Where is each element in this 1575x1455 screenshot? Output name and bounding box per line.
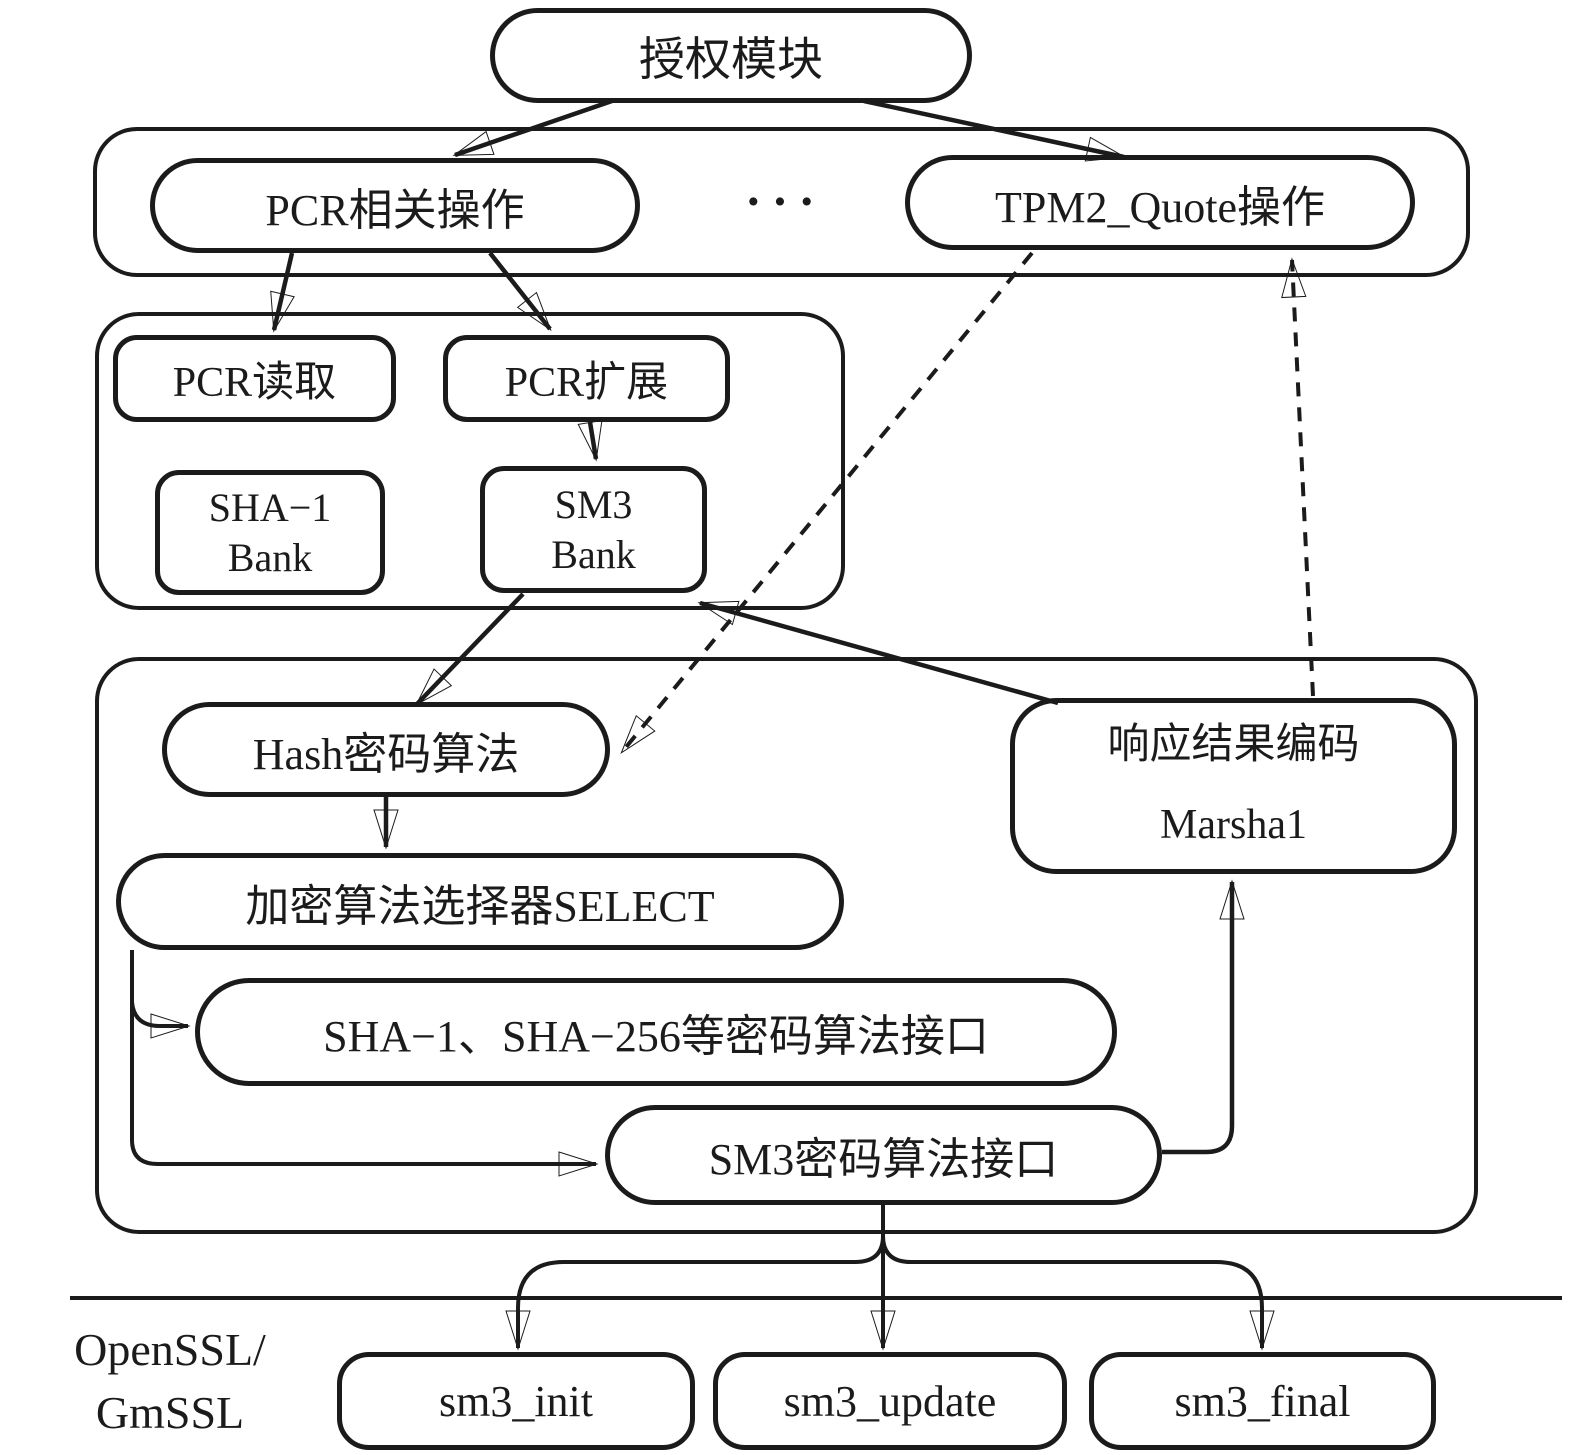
crypto-selector-label: 加密算法选择器SELECT (245, 881, 715, 931)
openssl-line2: GmSSL (95, 1387, 245, 1439)
ellipsis-label: ··· (745, 173, 826, 229)
node-sm3-interface: SM3密码算法接口 (605, 1105, 1162, 1205)
sm3-final-label: sm3_final (1174, 1376, 1351, 1426)
tpm2-quote-label: TPM2_Quote操作 (995, 182, 1325, 232)
arrow-sm3-interface-to-sm3-init (505, 1235, 885, 1351)
node-sha1-bank: SHA−1 Bank (155, 470, 385, 595)
node-pcr-operations: PCR相关操作 (150, 158, 640, 253)
auth-module-label: 授权模块 (639, 33, 823, 85)
sm3-update-label: sm3_update (783, 1376, 997, 1426)
sm3-bank-line1: SM3 (554, 481, 633, 527)
sm3-init-label: sm3_init (438, 1376, 594, 1426)
response-marshal-line2: Marsha1 (1160, 802, 1307, 848)
openssl-gmssl-label: OpenSSL/ GmSSL (45, 1318, 295, 1445)
pcr-read-label: PCR读取 (172, 360, 337, 406)
node-sm3-final: sm3_final (1089, 1352, 1436, 1450)
sha1-bank-line1: SHA−1 (208, 484, 332, 530)
pcr-extend-label: PCR扩展 (504, 360, 669, 406)
sha1-bank-line2: Bank (227, 534, 313, 580)
sm3-interface-label: SM3密码算法接口 (708, 1135, 1059, 1184)
openssl-line1: OpenSSL/ (74, 1324, 266, 1375)
node-auth-module: 授权模块 (490, 8, 972, 103)
hash-algorithm-label: Hash密码算法 (252, 729, 520, 779)
node-crypto-selector: 加密算法选择器SELECT (116, 853, 844, 950)
node-sha-interfaces: SHA−1、SHA−256等密码算法接口 (195, 978, 1117, 1086)
node-pcr-read: PCR读取 (113, 335, 396, 422)
response-marshal-line1: 响应结果编码 (1107, 722, 1360, 769)
node-response-marshal: 响应结果编码 Marsha1 (1010, 698, 1457, 874)
node-hash-crypto-algorithm: Hash密码算法 (162, 702, 610, 797)
pcr-operations-label: PCR相关操作 (265, 185, 525, 235)
arrow-sm3-interface-to-sm3-final (881, 1235, 1275, 1351)
dashed-arrow-marshal-to-tpm2 (1281, 257, 1315, 697)
sha-interfaces-label: SHA−1、SHA−256等密码算法接口 (323, 1012, 989, 1061)
sm3-bank-line2: Bank (551, 531, 636, 577)
node-sm3-bank: SM3 Bank (480, 466, 707, 593)
node-sm3-update: sm3_update (713, 1352, 1067, 1450)
node-sm3-init: sm3_init (337, 1352, 695, 1450)
node-pcr-extend: PCR扩展 (443, 335, 730, 422)
node-tpm2-quote-operation: TPM2_Quote操作 (905, 155, 1415, 250)
